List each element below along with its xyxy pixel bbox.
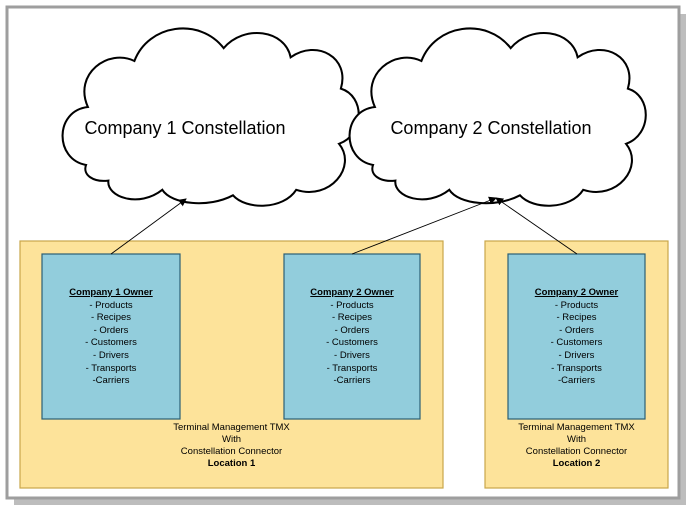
owner-item: - Customers: [85, 337, 137, 349]
arrow-location-2-owner-to-cloud-2: [495, 197, 578, 255]
location-name: Location 2: [552, 458, 601, 469]
owner-item: - Drivers: [334, 349, 370, 361]
owner-item: - Customers: [550, 337, 603, 349]
location-2-caption: Terminal Management TMX With Constellati…: [485, 422, 668, 470]
location-with: With: [567, 434, 586, 445]
owner-list-location-1-company-2: Company 2 Owner - Products - Recipes - O…: [284, 287, 420, 388]
owner-item: - Recipes: [331, 312, 373, 324]
owner-item: - Customers: [326, 337, 378, 349]
owner-title: Company 2 Owner: [534, 287, 619, 298]
owner-box-location-1-company-2: [283, 253, 421, 420]
owner-item: - Transports: [85, 362, 137, 374]
owner-title: Company 1 Owner: [69, 287, 153, 298]
location-connector: Constellation Connector: [180, 446, 283, 457]
owner-item: - Products: [89, 299, 133, 311]
arrow-owner-2-to-cloud-2: [351, 196, 497, 255]
owner-item: - Recipes: [90, 312, 132, 324]
location-name: Location 1: [207, 458, 256, 469]
owner-list-location-1-company-1: Company 1 Owner - Products - Recipes - O…: [42, 287, 180, 388]
location-system: Terminal Management TMX: [173, 422, 290, 433]
owner-box-location-1-company-1: [41, 253, 181, 420]
cloud-company-1: [61, 27, 360, 207]
location-connector: Constellation Connector: [525, 446, 628, 457]
location-system: Terminal Management TMX: [518, 422, 635, 433]
cloud-company-2: [348, 27, 647, 207]
owner-item: -Carriers: [558, 375, 595, 387]
owner-list-location-2-company-2: Company 2 Owner - Products - Recipes - O…: [508, 287, 645, 388]
owner-item: - Drivers: [93, 349, 129, 361]
owner-item: - Products: [554, 299, 599, 311]
owner-item: - Transports: [326, 362, 378, 374]
owner-item: - Products: [330, 299, 374, 311]
owner-item: - Transports: [551, 362, 602, 374]
location-with: With: [222, 434, 241, 445]
owner-item: -Carriers: [333, 375, 371, 387]
owner-item: - Orders: [334, 324, 370, 336]
owner-item: - Orders: [93, 324, 129, 336]
owner-item: - Drivers: [558, 349, 595, 361]
arrow-owner-1-to-cloud-1: [110, 198, 187, 255]
owner-item: -Carriers: [92, 375, 130, 387]
location-1-caption: Terminal Management TMX With Constellati…: [20, 422, 443, 470]
cloud-1-title: Company 1 Constellation: [84, 118, 286, 138]
owner-item: - Recipes: [556, 312, 597, 324]
cloud-2-title: Company 2 Constellation: [390, 118, 592, 138]
owner-title: Company 2 Owner: [310, 287, 394, 298]
owner-item: - Orders: [559, 324, 594, 336]
owner-box-location-2-company-2: [507, 253, 646, 420]
